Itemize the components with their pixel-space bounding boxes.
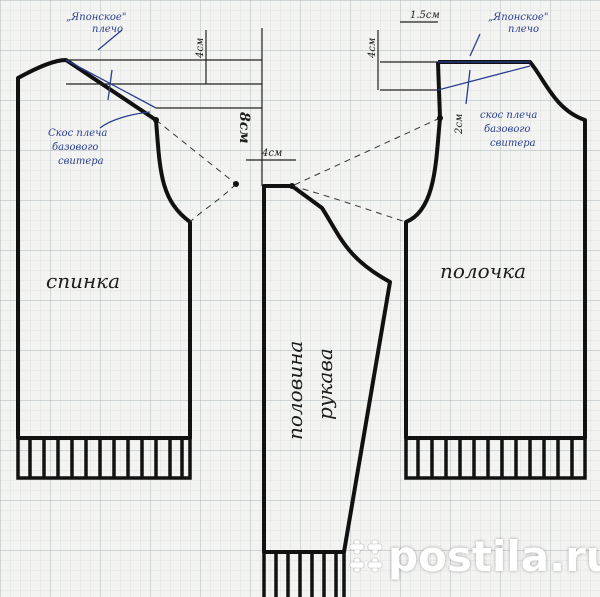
shoulder-slope-label-right-1: скос плеча <box>480 110 537 121</box>
sleeve-outline <box>262 184 392 554</box>
back-label: спинка <box>46 269 120 293</box>
construction-lines <box>155 117 441 223</box>
back-ribbing <box>16 438 192 480</box>
dim-4cm-center: 4см <box>261 148 282 159</box>
back-piece-outline <box>16 58 192 440</box>
sleeve-label-1: половина <box>283 341 307 440</box>
sleeve-top-point <box>289 183 295 189</box>
shoulder-slope-label-left-3: свитера <box>58 156 104 167</box>
sleeve-label-2: рукава <box>313 348 337 420</box>
dim-8cm: 8см <box>236 112 252 144</box>
front-shoulder-point <box>437 115 443 121</box>
postila-watermark: postila.ru <box>388 532 600 581</box>
japan-shoulder-label-left-2: плечо <box>92 24 123 35</box>
front-label: полочка <box>440 259 526 283</box>
sleeve-cap-point <box>233 181 239 187</box>
back-shoulder-point <box>153 117 159 123</box>
front-piece-outline <box>404 60 587 440</box>
dim-4cm-left: 4см <box>195 38 206 59</box>
japan-shoulder-label-right: „Японское" <box>488 12 548 23</box>
dim-1-5cm: 1.5см <box>410 10 440 21</box>
shoulder-slope-label-right-3: свитера <box>490 138 536 149</box>
blue-slope-lines <box>65 29 531 129</box>
shoulder-slope-label-left-2: базового <box>52 142 98 153</box>
front-ribbing <box>404 438 587 480</box>
shoulder-slope-label-left-1: Скос плеча <box>48 128 107 139</box>
dim-4cm-right: 4см <box>367 38 378 59</box>
dim-2cm: 2см <box>454 114 465 135</box>
japan-shoulder-label-right-2: плечо <box>508 24 539 35</box>
sleeve-ribbing <box>262 552 346 597</box>
shoulder-slope-label-right-2: базового <box>484 124 530 135</box>
postila-logo-icon <box>349 539 383 573</box>
reference-lines <box>66 21 440 186</box>
japan-shoulder-label-left: „Японское" <box>66 12 126 23</box>
